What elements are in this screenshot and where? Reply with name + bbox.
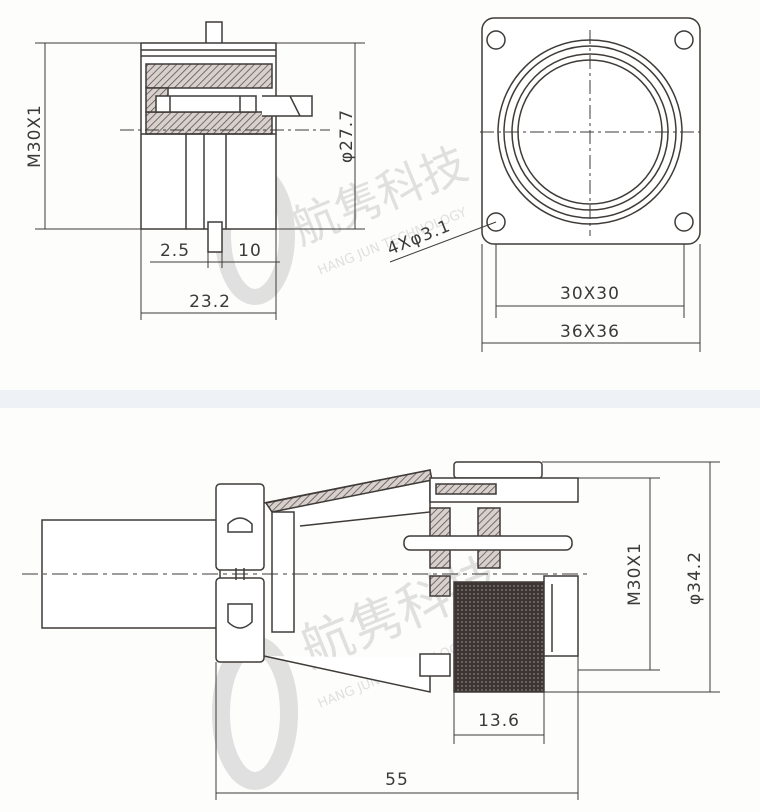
front-view-dimensions <box>389 221 701 352</box>
plug-assembly <box>22 461 590 693</box>
front-outer-square-label: 36X36 <box>560 322 620 342</box>
side-length-label: 23.2 <box>189 292 231 312</box>
side-view <box>120 21 330 253</box>
top-drawing-svg: 航隽科技 HANG JUN TECHNOLOGY <box>25 17 701 352</box>
top-drawing-panel: 航隽科技 HANG JUN TECHNOLOGY <box>0 0 760 390</box>
bottom-drawing-svg: 航隽科技 HANG JUN TECHNOLOGY <box>22 461 720 800</box>
nut-width-label: 13.6 <box>478 711 520 731</box>
front-inner-square-label: 30X30 <box>560 284 620 304</box>
bottom-dimensions <box>215 461 720 800</box>
bottom-diameter-label: φ34.2 <box>685 551 705 605</box>
side-thread-label: M30X1 <box>25 104 45 168</box>
bottom-drawing-panel: 航隽科技 HANG JUN TECHNOLOGY <box>0 408 760 812</box>
panel-divider <box>0 390 760 408</box>
overall-length-label: 55 <box>385 770 409 790</box>
side-dim-a-label: 2.5 <box>160 241 190 261</box>
front-view <box>480 17 701 245</box>
bottom-thread-label: M30X1 <box>625 542 645 606</box>
side-diameter-label: φ27.7 <box>337 109 357 163</box>
watermark-logo-icon <box>212 636 298 790</box>
side-dim-b-label: 10 <box>238 241 262 261</box>
side-view-dimensions <box>35 42 365 320</box>
